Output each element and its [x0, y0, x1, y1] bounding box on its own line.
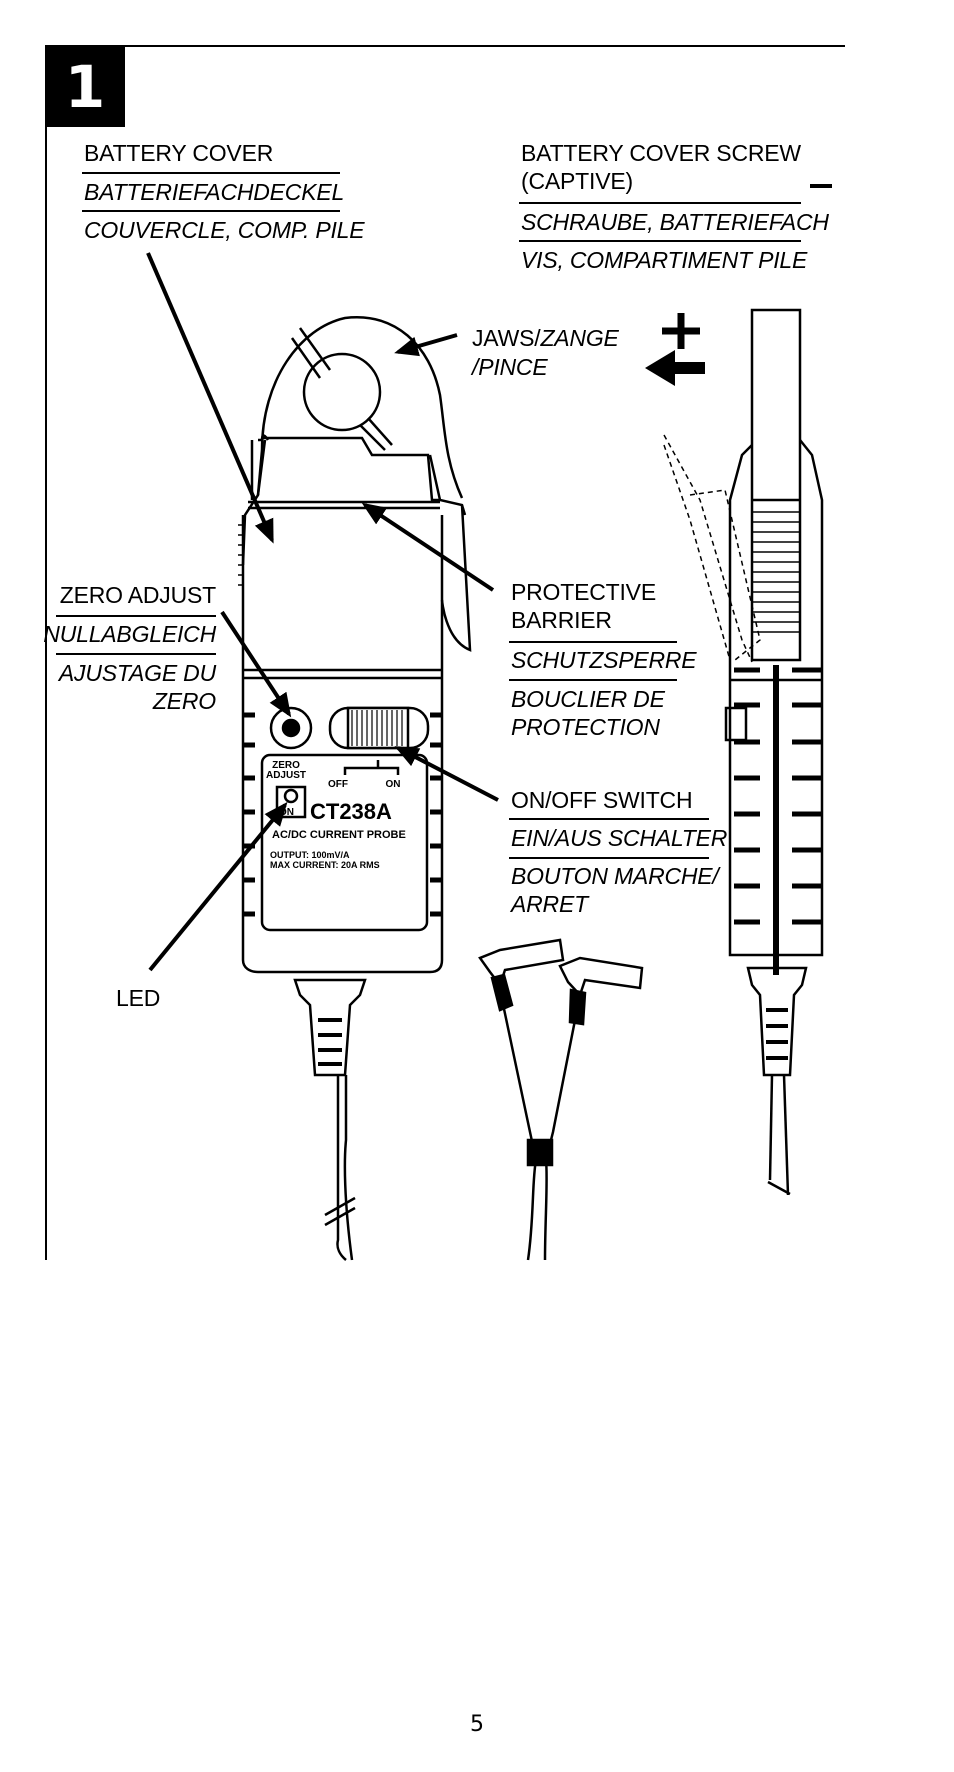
panel-adjust: ADJUST [266, 770, 306, 781]
rule [519, 240, 801, 242]
page-number: 5 [470, 1712, 484, 1737]
barrier-label-en-1: PROTECTIVE [511, 579, 656, 605]
zero-adjust-arrow [220, 610, 292, 718]
panel-max-current: MAX CURRENT: 20A RMS [270, 860, 380, 870]
switch-arrow [394, 746, 499, 802]
zero-adjust-label-fr-2: ZERO [152, 688, 216, 714]
zero-adjust-label-fr-1: AJUSTAGE DU [58, 660, 216, 686]
screw-label-en-2: (CAPTIVE) [521, 168, 633, 194]
device-panel-text: ZERO ADJUST OFF ON ON CT238A AC/DC CURRE… [266, 760, 406, 870]
figure-number: 1 [45, 47, 125, 127]
panel-led-on: ON [279, 807, 294, 818]
zero-adjust-label-de: NULLABGLEICH [43, 621, 216, 647]
panel-model: CT238A [310, 799, 392, 824]
zero-adjust-label-en: ZERO ADJUST [59, 582, 216, 608]
jaws-label: JAWS/ZANGE [472, 324, 619, 352]
barrier-label-de: SCHUTZSPERRE [511, 647, 697, 673]
probe-side-view [663, 308, 824, 1196]
switch-label-fr-2: ARRET [511, 891, 588, 917]
screw-label-fr: VIS, COMPARTIMENT PILE [521, 247, 808, 273]
battery-cover-label-fr: COUVERCLE, COMP. PILE [84, 217, 365, 243]
frame-top-rule [45, 45, 845, 47]
panel-description: AC/DC CURRENT PROBE [272, 829, 406, 841]
panel-off: OFF [328, 779, 348, 790]
led-arrow [148, 801, 288, 972]
screw-label-en-1: BATTERY COVER SCREW [521, 140, 801, 166]
rule [509, 818, 709, 820]
barrier-arrow [361, 502, 495, 592]
rule [519, 202, 801, 204]
jaws-arrow [394, 333, 458, 357]
probe-front-view [238, 316, 644, 1261]
switch-label-en: ON/OFF SWITCH [511, 787, 693, 813]
rule [82, 172, 340, 174]
led-label: LED [116, 985, 161, 1011]
jaws-label-fr: /PINCE [472, 354, 548, 380]
screw-label-de: SCHRAUBE, BATTERIEFACH [521, 209, 829, 235]
battery-cover-label-de: BATTERIEFACHDECKEL [84, 179, 345, 205]
barrier-label-fr-2: PROTECTION [511, 714, 660, 740]
rule [509, 641, 677, 643]
leader-arrows [146, 252, 499, 972]
rule [56, 615, 216, 617]
rule [82, 210, 340, 212]
panel-output: OUTPUT: 100mV/A [270, 850, 350, 860]
switch-label-de: EIN/AUS SCHALTER [511, 825, 728, 851]
barrier-label-fr-1: BOUCLIER DE [511, 686, 665, 712]
battery-cover-label-en: BATTERY COVER [84, 140, 274, 166]
frame-left-rule [45, 45, 47, 1260]
polarity-markers [645, 184, 832, 386]
rule [56, 653, 216, 655]
panel-on: ON [386, 779, 401, 790]
jaws-label-en: JAWS/ [472, 325, 541, 351]
jaws-label-de: ZANGE [540, 325, 619, 351]
rule [509, 679, 677, 681]
battery-cover-arrow [146, 252, 274, 544]
panel-zero: ZERO [272, 760, 300, 771]
switch-label-fr-1: BOUTON MARCHE/ [511, 863, 719, 889]
rule [509, 857, 709, 859]
barrier-label-en-2: BARRIER [511, 607, 612, 633]
